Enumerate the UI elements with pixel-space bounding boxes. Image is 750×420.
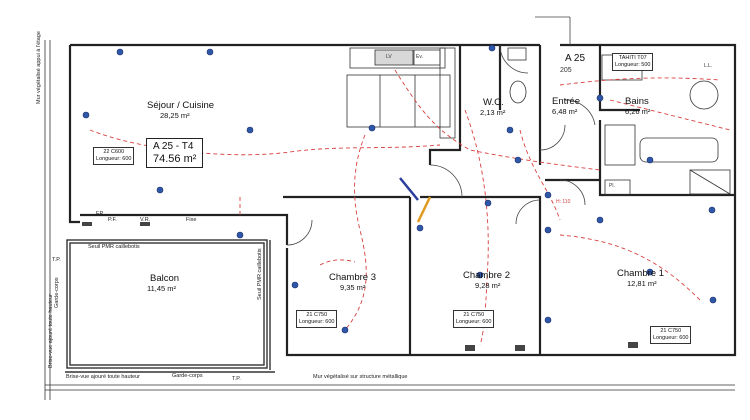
apartment-total-area: 74.56 m² — [153, 152, 197, 165]
electric-circuits — [89, 69, 731, 346]
annotation-tp-bottom: T.P. — [232, 376, 241, 382]
room-name-balcon: Balcon — [150, 273, 180, 284]
annotation-seuil-balcon: Seuil PMR caillebotis — [88, 244, 140, 250]
heater-sejour: 22 C600 Longueur: 600 — [93, 147, 135, 165]
room-area-chambre-2: 9,28 m² — [475, 281, 501, 290]
annotation-green-wall-bottom: Mur végétalisé sur structure métallique — [313, 374, 408, 380]
annotation-pl: Pl. — [609, 183, 615, 189]
annotation-ll: L.L. — [704, 63, 713, 69]
heater-model: TAHITI T07 — [618, 55, 647, 61]
heater-length: Longueur: 600 — [96, 156, 132, 162]
heater-model: 21 C750 — [306, 312, 328, 318]
heater-length: Longueur: 600 — [299, 319, 335, 325]
annotation-vr: V.R. — [140, 217, 151, 223]
room-name-sejour: Séjour / Cuisine — [147, 100, 215, 111]
annotation-ep: EP — [96, 211, 104, 217]
door-mark-blue — [399, 177, 419, 201]
room-area-wc: 2,13 m² — [480, 108, 506, 117]
annotation-height: H: 110 — [556, 199, 571, 205]
door-mark-orange — [416, 196, 432, 223]
heater-length: Longueur: 600 — [456, 319, 492, 325]
annotation-green-wall-left: Mur végétalisé appui à l'étage — [36, 31, 42, 104]
heater-chambre-1: 21 C750 Longueur: 600 — [650, 326, 692, 344]
room-area-balcon: 11,45 m² — [147, 284, 177, 293]
apartment-id: A 25 - T4 — [153, 141, 194, 152]
room-name-chambre-2: Chambre 2 — [463, 270, 510, 281]
kitchen — [346, 47, 456, 139]
heater-model: 21 C750 — [463, 312, 485, 318]
heater-chambre-2: 21 C750 Longueur: 600 — [453, 310, 495, 328]
heater-length: Longueur: 500 — [615, 62, 651, 68]
room-name-chambre-3: Chambre 3 — [329, 272, 376, 283]
heater-chambre-3: 21 C750 Longueur: 600 — [296, 310, 338, 328]
window-ticks — [82, 222, 638, 351]
room-name-wc: W.C. — [483, 97, 504, 108]
heater-bains: TAHITI T07 Longueur: 500 — [612, 53, 654, 71]
annotation-lv: LV — [386, 54, 392, 60]
annotation-ev: Ev. — [416, 54, 423, 60]
heater-model: 21 C750 — [660, 328, 682, 334]
room-area-chambre-1: 12,81 m² — [627, 279, 657, 288]
outlet-markers — [82, 44, 717, 334]
annotation-fixe: Fixe — [186, 217, 197, 223]
heater-model: 22 C600 — [103, 149, 125, 155]
apartment-id-box: A 25 - T4 74.56 m² — [146, 138, 204, 169]
annotation-brise-vue: Brise-vue ajouré toute hauteur — [66, 374, 140, 380]
room-area-sejour: 28,25 m² — [160, 111, 190, 120]
annotation-garde-corps-left: Garde-corps — [54, 277, 60, 308]
annotation-seuil-vertical: Seuil PMR caillebotis — [257, 248, 263, 300]
room-name-bains: Bains — [625, 96, 649, 107]
green-walls — [44, 40, 735, 400]
room-name-chambre-1: Chambre 1 — [617, 268, 664, 279]
annotation-garde-corps: Garde-corps — [172, 373, 203, 379]
annotation-pf: P.F. — [108, 217, 117, 223]
room-name-entree: Entrée — [552, 96, 580, 107]
door-tag-number: 205 — [560, 67, 572, 74]
door-swings — [286, 16, 596, 246]
room-area-bains: 6,26 m² — [625, 107, 651, 116]
annotation-brise-vue-vertical: Brise-vue ajouré toute hauteur — [48, 294, 54, 368]
walls — [68, 43, 737, 357]
annotation-tp-left: T.P. — [52, 257, 61, 263]
heater-length: Longueur: 600 — [653, 335, 689, 341]
room-area-chambre-3: 9,35 m² — [340, 283, 366, 292]
balcony-outline — [65, 239, 275, 373]
room-area-entree: 6,48 m² — [552, 107, 578, 116]
door-tag-id: A 25 — [565, 53, 586, 64]
